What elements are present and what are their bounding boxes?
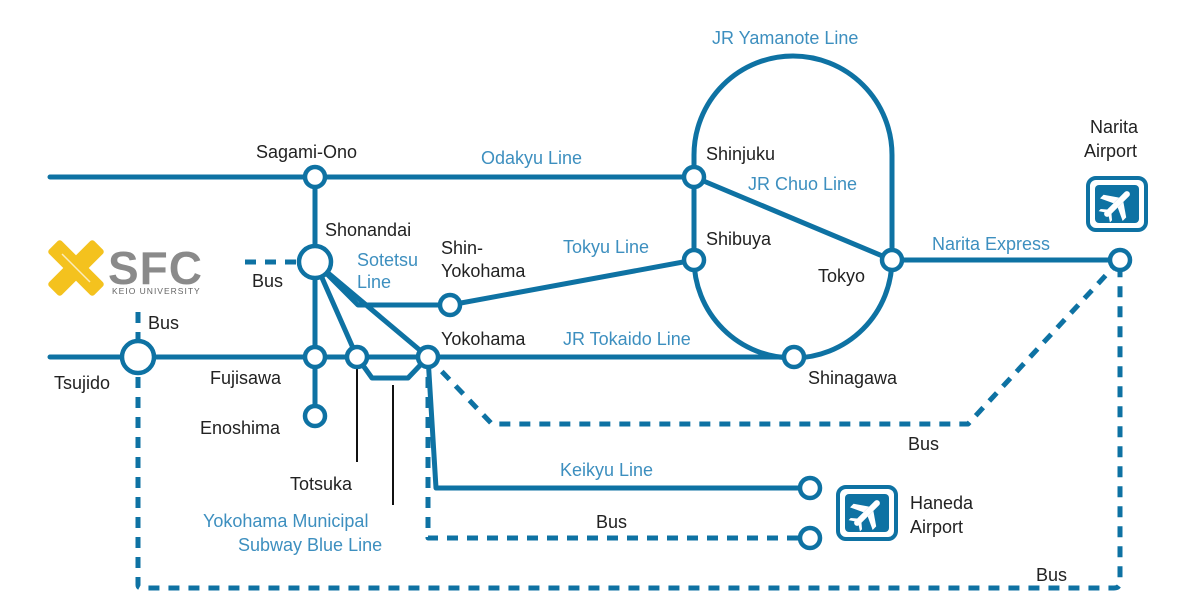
pointer-lines [356, 368, 394, 505]
station-shonandai[interactable] [296, 243, 334, 281]
station-narita-airport[interactable] [1107, 247, 1133, 273]
bus-route-yokohama-narita[interactable] [426, 258, 1122, 427]
label-chuo: JR Chuo Line [748, 174, 857, 194]
label-shin-yokohama-1: Shin- [441, 238, 483, 258]
chuo-line[interactable] [691, 174, 895, 263]
station-sagami-ono[interactable] [302, 164, 328, 190]
label-shibuya: Shibuya [706, 229, 772, 249]
label-narita-1: Narita [1090, 117, 1139, 137]
label-haneda-2: Airport [910, 517, 963, 537]
station-shinagawa[interactable] [781, 344, 807, 370]
label-bus-yokohama-haneda: Bus [596, 512, 627, 532]
label-sotetsu-2: Line [357, 272, 391, 292]
label-yokohama: Yokohama [441, 329, 526, 349]
yamanote-line[interactable] [691, 53, 895, 361]
tokyu-line[interactable] [447, 257, 697, 308]
logo-subtitle: KEIO UNIVERSITY [112, 286, 201, 296]
label-sagami-ono: Sagami-Ono [256, 142, 357, 162]
x-mark-icon [48, 240, 104, 296]
station-haneda-keikyu[interactable] [797, 475, 823, 501]
station-yokohama[interactable] [415, 344, 441, 370]
station-tokyo[interactable] [879, 247, 905, 273]
station-enoshima[interactable] [302, 403, 328, 429]
label-narita-express: Narita Express [932, 234, 1050, 254]
label-tsujido: Tsujido [54, 373, 110, 393]
label-keikyu: Keikyu Line [560, 460, 653, 480]
station-shinjuku[interactable] [681, 164, 707, 190]
label-enoshima: Enoshima [200, 418, 281, 438]
label-subway-2: Subway Blue Line [238, 535, 382, 555]
bus-labels: Bus Bus Bus Bus Bus [148, 271, 1067, 585]
subway-blue-line[interactable] [312, 259, 431, 381]
bus-route-tsujido-narita[interactable] [135, 260, 1123, 591]
shonandai-yokohama-line[interactable] [312, 259, 431, 360]
airplane-icon [1086, 176, 1148, 232]
bus-route-yokohama-haneda[interactable] [425, 357, 810, 541]
label-tokyu: Tokyu Line [563, 237, 649, 257]
label-shin-yokohama-2: Yokohama [441, 261, 526, 281]
label-yamanote: JR Yamanote Line [712, 28, 858, 48]
label-shinagawa: Shinagawa [808, 368, 898, 388]
stations [119, 164, 1133, 551]
label-bus-sfc: Bus [252, 271, 283, 291]
label-bus-yokohama-narita: Bus [908, 434, 939, 454]
keikyu-line[interactable] [425, 354, 813, 491]
label-totsuka: Totsuka [290, 474, 353, 494]
bus-routes [135, 258, 1123, 591]
label-odakyu: Odakyu Line [481, 148, 582, 168]
label-shinjuku: Shinjuku [706, 144, 775, 164]
station-shin-yokohama[interactable] [437, 292, 463, 318]
station-shibuya[interactable] [681, 247, 707, 273]
airplane-icon [836, 485, 898, 541]
station-haneda-bus[interactable] [797, 525, 823, 551]
label-bus-tsujido: Bus [148, 313, 179, 333]
station-labels: Sagami-Ono Shonandai Shin- Yokohama Tsuj… [54, 117, 1139, 537]
label-sotetsu-1: Sotetsu [357, 250, 418, 270]
label-subway-1: Yokohama Municipal [203, 511, 368, 531]
station-tsujido[interactable] [119, 338, 157, 376]
label-narita-2: Airport [1084, 141, 1137, 161]
label-shonandai: Shonandai [325, 220, 411, 240]
label-bus-tsujido-narita: Bus [1036, 565, 1067, 585]
label-tokaido: JR Tokaido Line [563, 329, 691, 349]
label-fujisawa: Fujisawa [210, 368, 282, 388]
label-tokyo: Tokyo [818, 266, 865, 286]
sfc-logo: SFC KEIO UNIVERSITY [48, 240, 203, 296]
station-fujisawa[interactable] [302, 344, 328, 370]
logo-text: SFC [108, 242, 203, 294]
label-haneda-1: Haneda [910, 493, 974, 513]
station-totsuka[interactable] [344, 344, 370, 370]
line-labels: JR Yamanote Line Odakyu Line JR Chuo Lin… [203, 28, 1050, 555]
